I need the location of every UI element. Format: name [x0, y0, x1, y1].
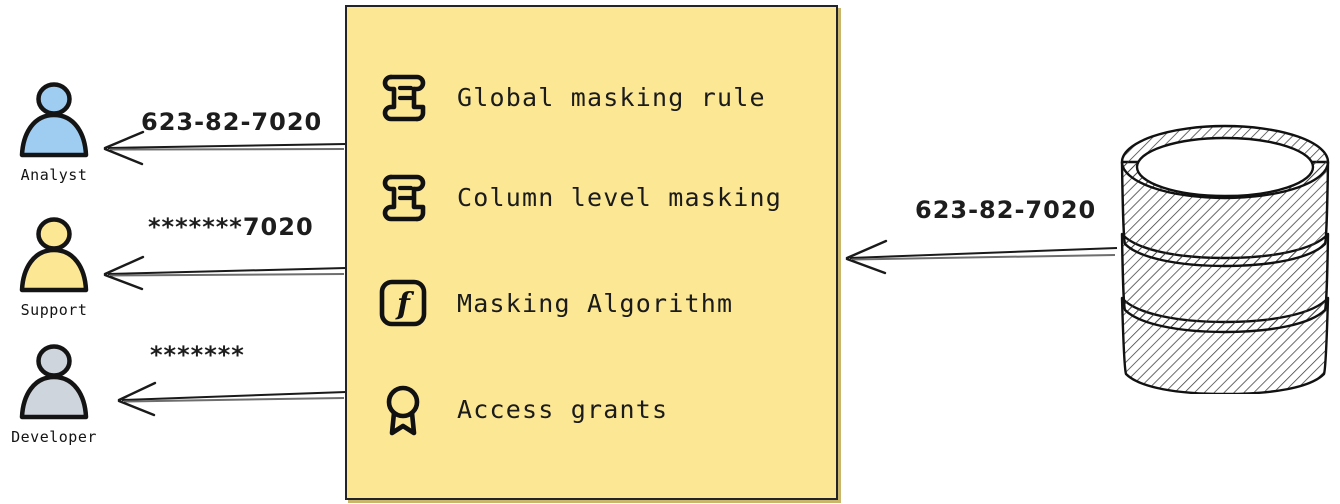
person-icon — [14, 344, 94, 426]
policy-row-label: Masking Algorithm — [457, 288, 734, 318]
arrow-to-analyst — [103, 130, 347, 166]
svg-text:f: f — [395, 287, 415, 322]
actor-label: Support — [20, 301, 88, 319]
scroll-icon — [382, 74, 426, 122]
value-label-support: *******7020 — [148, 213, 314, 241]
value-label-source: 623-82-7020 — [915, 196, 1097, 224]
policy-row-masking-algorithm[interactable]: f Masking Algorithm — [375, 275, 733, 331]
award-icon — [386, 385, 420, 436]
policy-row-label: Column level masking — [457, 182, 783, 212]
policy-row-label: Access grants — [457, 394, 669, 424]
person-icon — [14, 217, 94, 299]
actor-developer: Developer — [6, 344, 102, 446]
arrow-from-database — [845, 239, 1118, 275]
actor-label: Developer — [11, 428, 97, 446]
function-icon: f — [379, 279, 427, 327]
actor-analyst: Analyst — [6, 82, 102, 184]
policy-row-column-level-masking[interactable]: Column level masking — [375, 169, 782, 225]
value-label-analyst: 623-82-7020 — [141, 108, 323, 136]
actor-label: Analyst — [20, 166, 88, 184]
person-icon — [14, 82, 94, 164]
policy-row-global-masking-rule[interactable]: Global masking rule — [375, 69, 766, 125]
masking-policy-panel: Global masking rule Column level masking… — [345, 5, 838, 500]
scroll-icon — [382, 174, 426, 222]
policy-row-label: Global masking rule — [457, 82, 766, 112]
value-label-developer: ******* — [150, 341, 245, 369]
database-cylinder-icon — [1118, 122, 1332, 396]
policy-row-access-grants[interactable]: Access grants — [375, 381, 668, 437]
arrow-to-developer — [117, 381, 347, 417]
arrow-to-support — [103, 255, 347, 291]
actor-support: Support — [6, 217, 102, 319]
